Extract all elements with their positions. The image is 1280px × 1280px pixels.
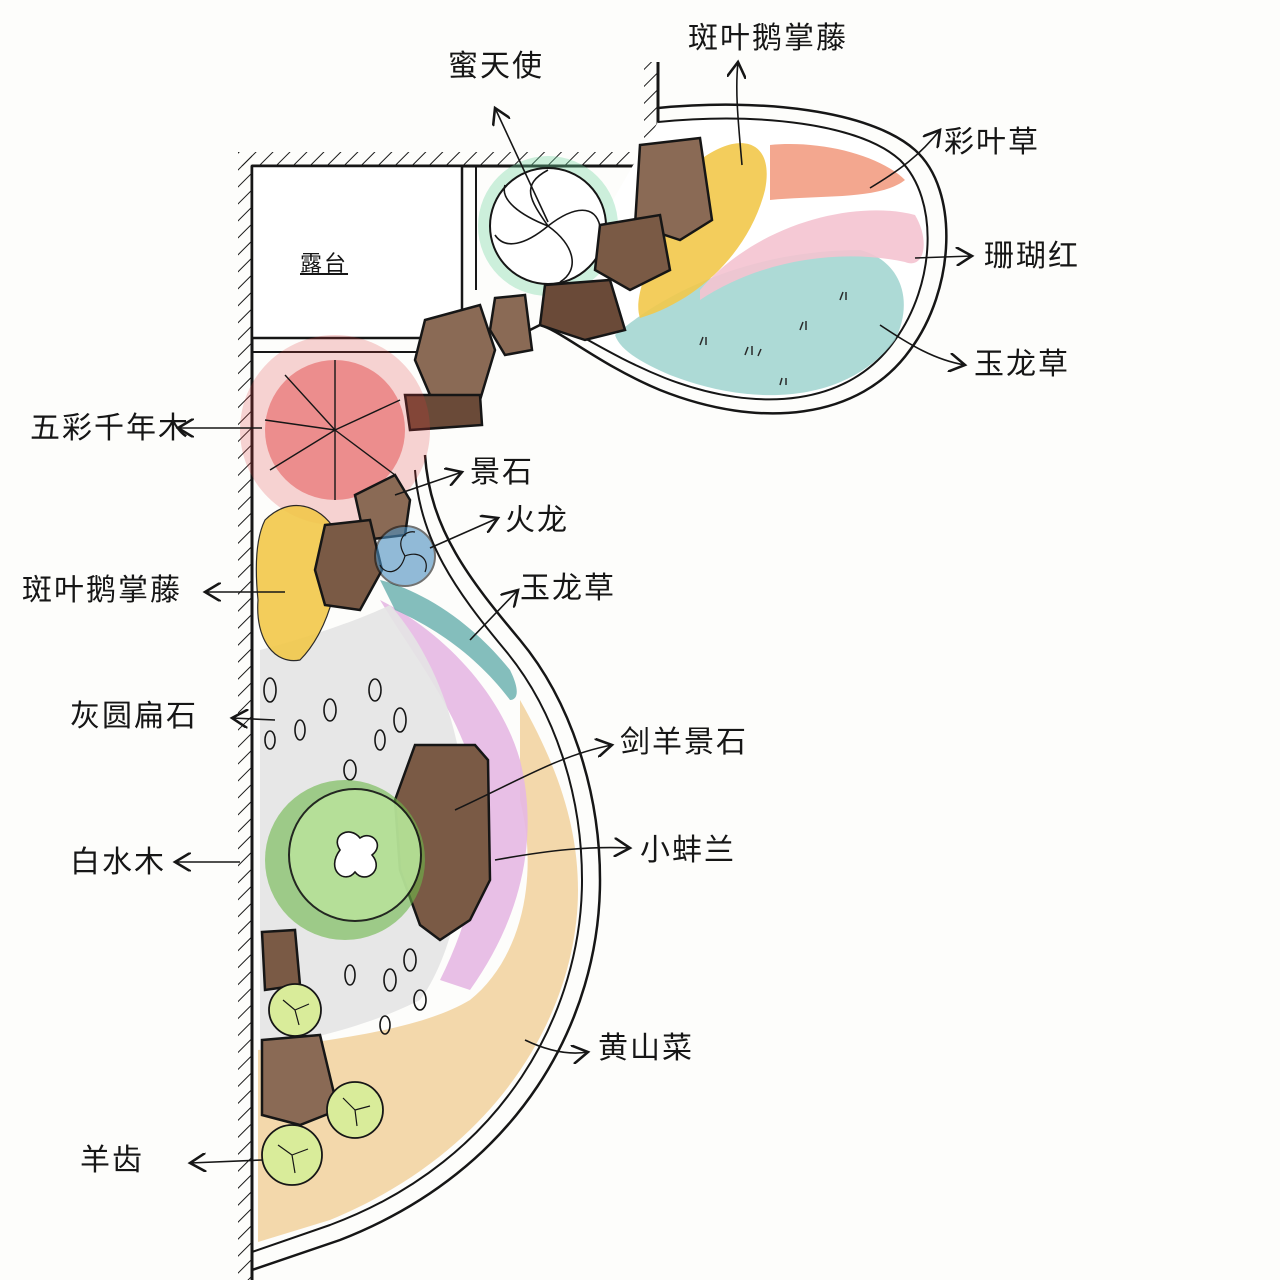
ban-ye-e-zhang-teng-bed-top	[638, 143, 767, 318]
landscape-rocks-mid	[313, 473, 412, 612]
terrace-label: 露台	[300, 252, 349, 277]
label-huo-long: 火龙	[505, 503, 569, 538]
label-shan-hu-hong: 珊瑚红	[984, 239, 1080, 274]
label-mi-tian-shi: 蜜天使	[448, 49, 544, 84]
huo-long-plant	[374, 525, 436, 587]
landscape-rocks-upper	[403, 136, 714, 432]
label-yu-long-cao-mid: 玉龙草	[520, 571, 616, 606]
wu-cai-qian-nian-mu-plant	[240, 335, 430, 525]
label-xiao-bang-lan: 小蚌兰	[640, 833, 736, 868]
landscape-rocks-lower	[260, 928, 340, 1127]
yang-chi-ferns	[261, 983, 384, 1186]
shan-hu-hong-bed	[700, 210, 924, 300]
mi-tian-shi-plant	[478, 156, 618, 296]
yu-long-cao-bed-top	[615, 250, 904, 396]
label-ban-ye-e-zhang-teng-left: 斑叶鹅掌藤	[22, 573, 182, 608]
label-leader-lines	[175, 62, 972, 1163]
label-jing-shi: 景石	[470, 455, 534, 490]
label-bai-shui-mu: 白水木	[70, 845, 166, 880]
xiao-bang-lan-bed	[380, 600, 528, 990]
label-huang-shan-cai: 黄山菜	[598, 1031, 694, 1066]
label-cai-ye-cao: 彩叶草	[944, 125, 1040, 160]
label-wu-cai-qian-nian-mu: 五彩千年木	[30, 411, 190, 446]
ban-ye-e-zhang-teng-plant-left	[255, 504, 339, 662]
bai-shui-mu-tree	[265, 780, 425, 940]
label-hui-yuan-bian-shi: 灰圆扁石	[70, 699, 198, 734]
cai-ye-cao-bed	[770, 144, 905, 200]
label-yu-long-cao-top: 玉龙草	[974, 347, 1070, 382]
label-jian-yang-jing-shi: 剑羊景石	[620, 725, 748, 760]
label-yang-chi: 羊齿	[80, 1143, 144, 1178]
label-ban-ye-e-zhang-teng-top: 斑叶鹅掌藤	[688, 21, 848, 56]
yu-long-cao-bed-mid	[380, 580, 517, 700]
terrace-area	[250, 164, 477, 353]
